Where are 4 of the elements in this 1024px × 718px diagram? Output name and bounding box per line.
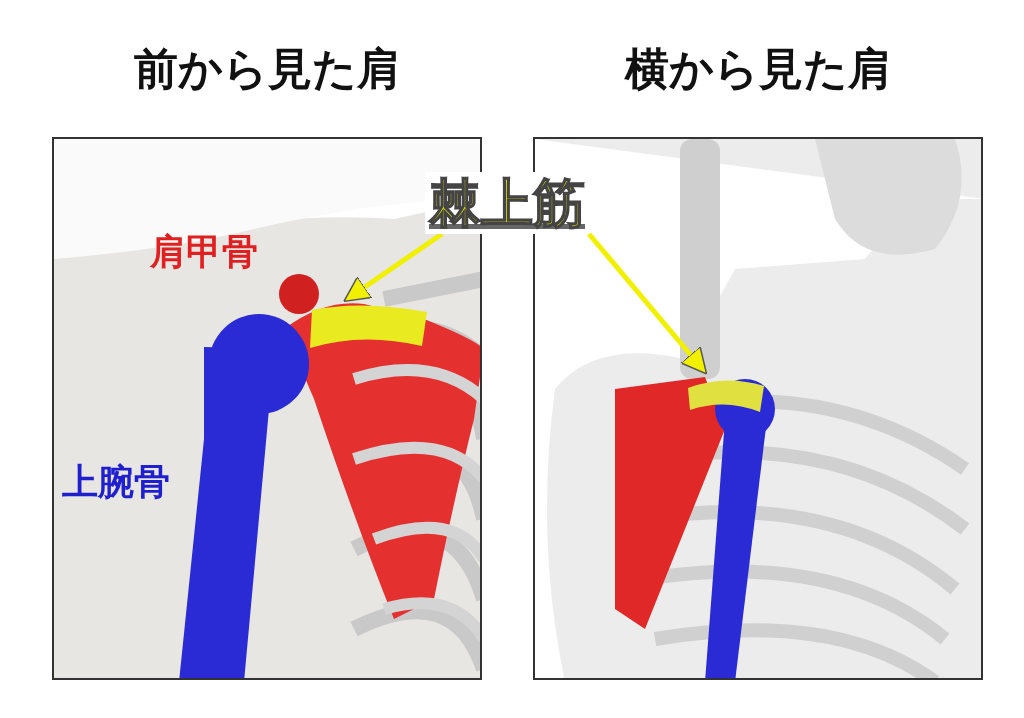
part-label: 肩甲骨 xyxy=(150,230,258,274)
panel-title: 前から見た肩 xyxy=(132,42,402,96)
part-label: 上腕骨 xyxy=(62,460,170,504)
panel-title: 横から見た肩 xyxy=(623,42,893,96)
